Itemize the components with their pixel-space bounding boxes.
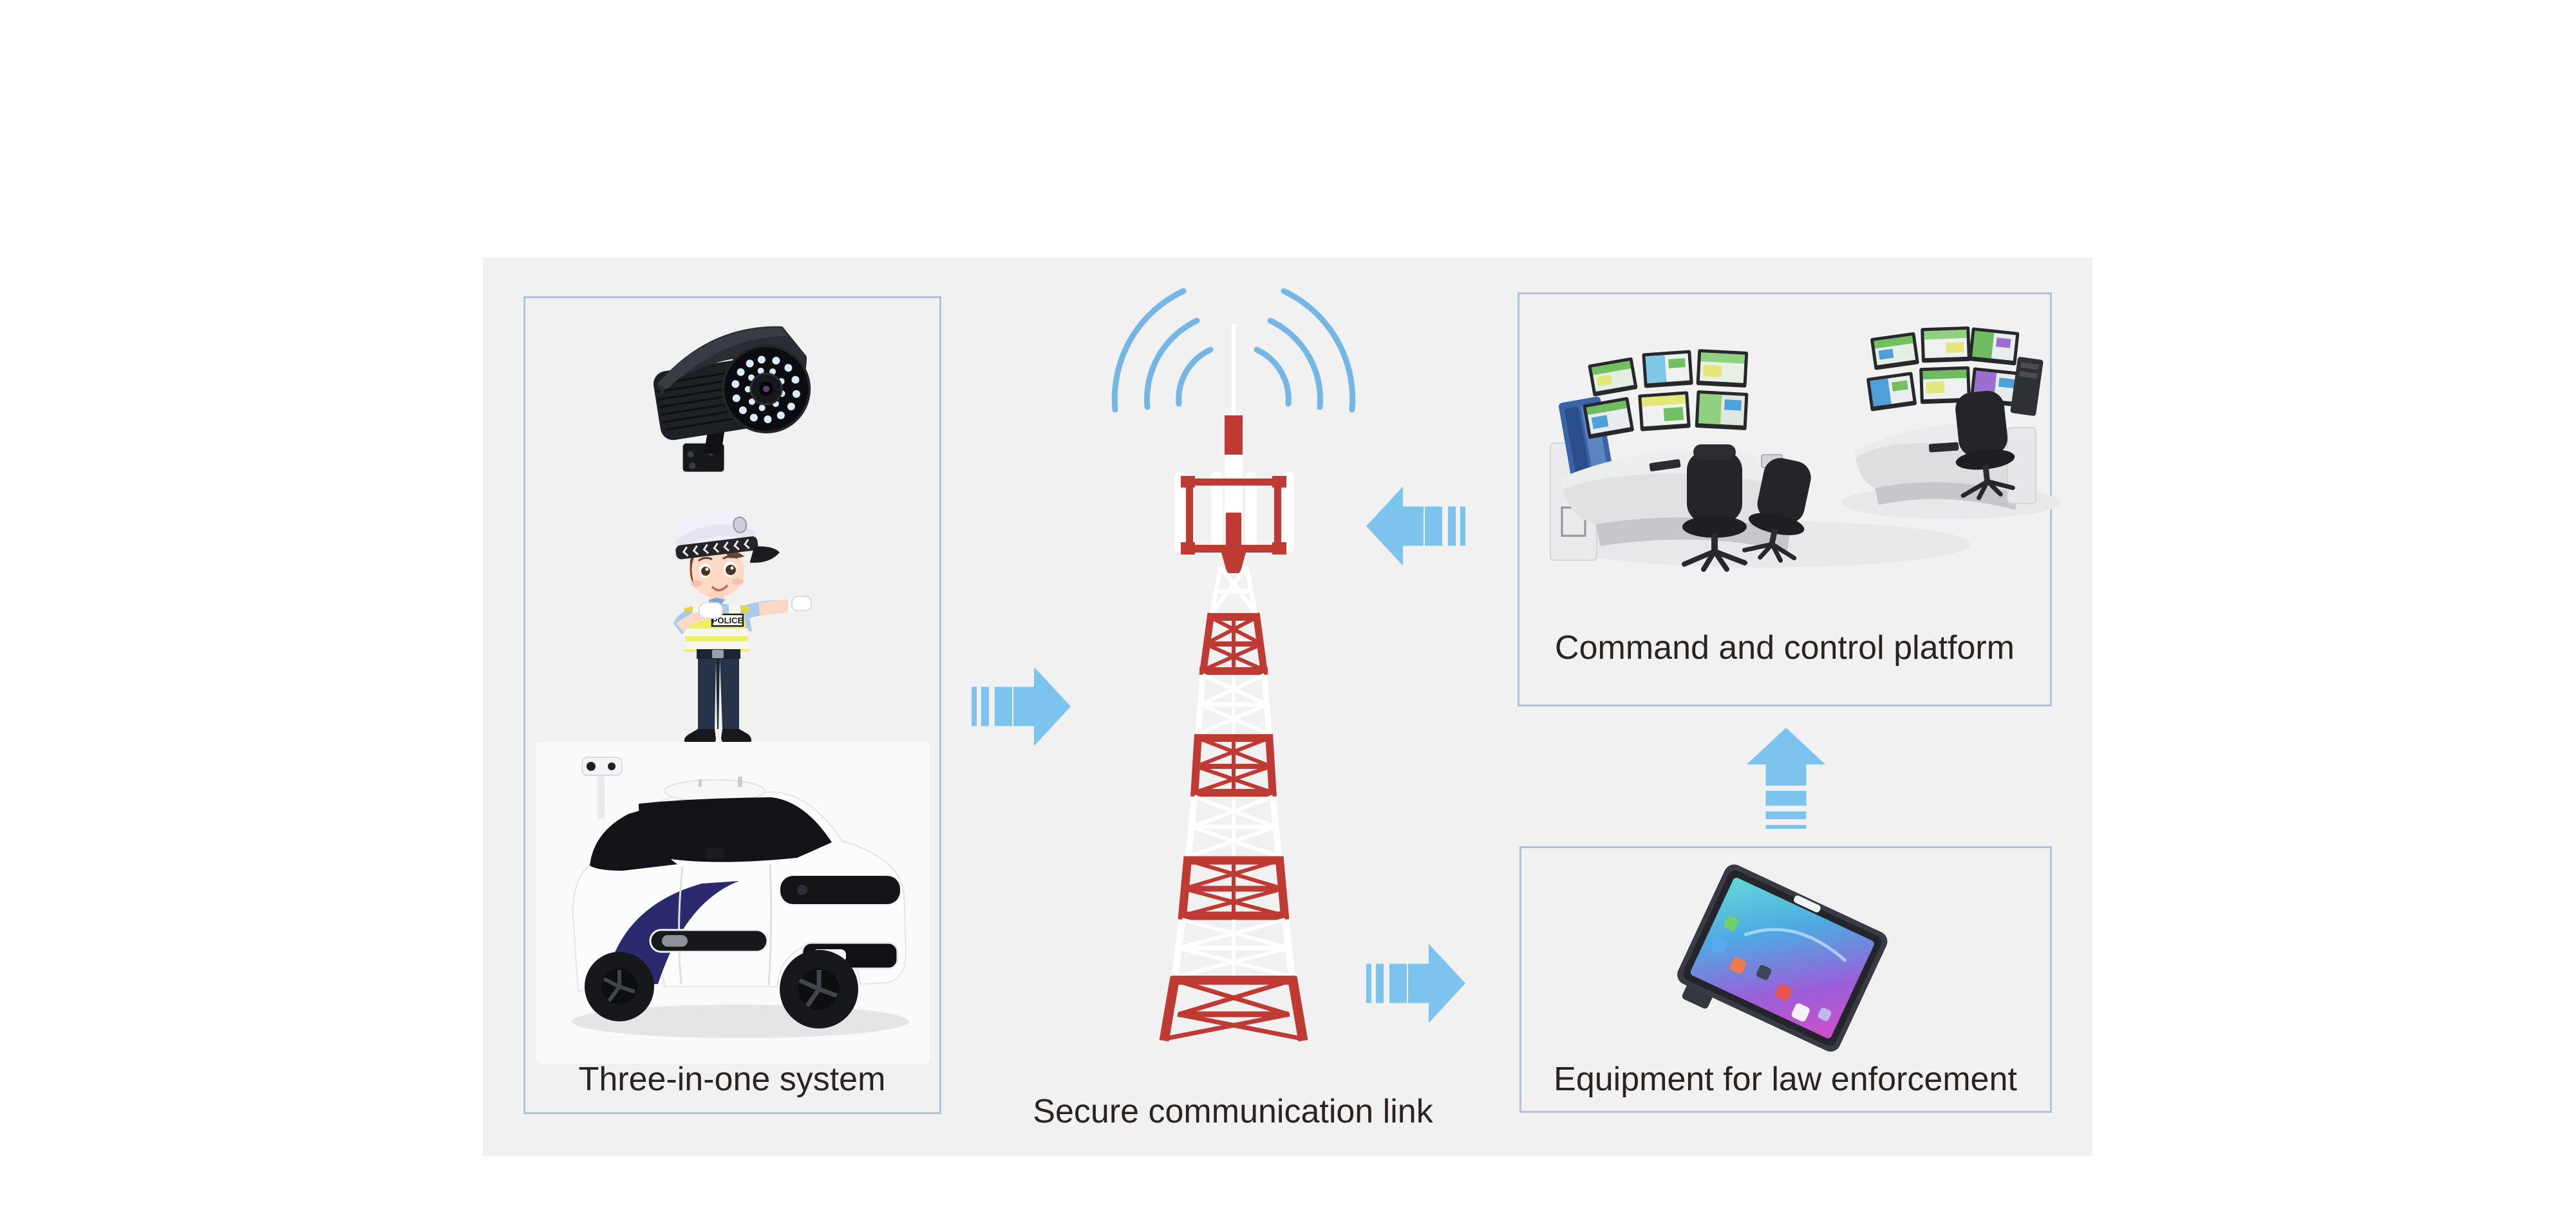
control-room-icon — [1550, 326, 2060, 572]
command-platform-label: Command and control platform — [1555, 629, 2015, 667]
svg-text:POLICE: POLICE — [712, 616, 744, 625]
office-chair-icon — [1742, 458, 1811, 563]
cctv-camera-icon — [653, 326, 811, 472]
arrow-three-to-tower — [972, 667, 1071, 746]
radio-tower-icon — [1111, 288, 1356, 1042]
equipment-label: Equipment for law enforcement — [1554, 1061, 2017, 1098]
equipment-box — [1519, 846, 2052, 1113]
secure-link-label: Secure communication link — [1033, 1093, 1433, 1130]
arrow-tower-to-equipment — [1366, 943, 1465, 1023]
radio-waves-icon — [1111, 288, 1356, 413]
office-chair-icon — [1955, 390, 2015, 500]
three-in-one-label: Three-in-one system — [578, 1061, 886, 1098]
arrow-equipment-to-command — [1747, 728, 1825, 829]
traffic-officer-icon: POLICE — [673, 512, 812, 747]
rugged-tablet-icon — [1677, 864, 1888, 1052]
three-in-one-system-box — [523, 296, 941, 1114]
patrol-vehicle-icon — [536, 742, 930, 1064]
arrow-command-to-tower — [1366, 486, 1465, 566]
office-chair-icon — [1682, 444, 1747, 572]
